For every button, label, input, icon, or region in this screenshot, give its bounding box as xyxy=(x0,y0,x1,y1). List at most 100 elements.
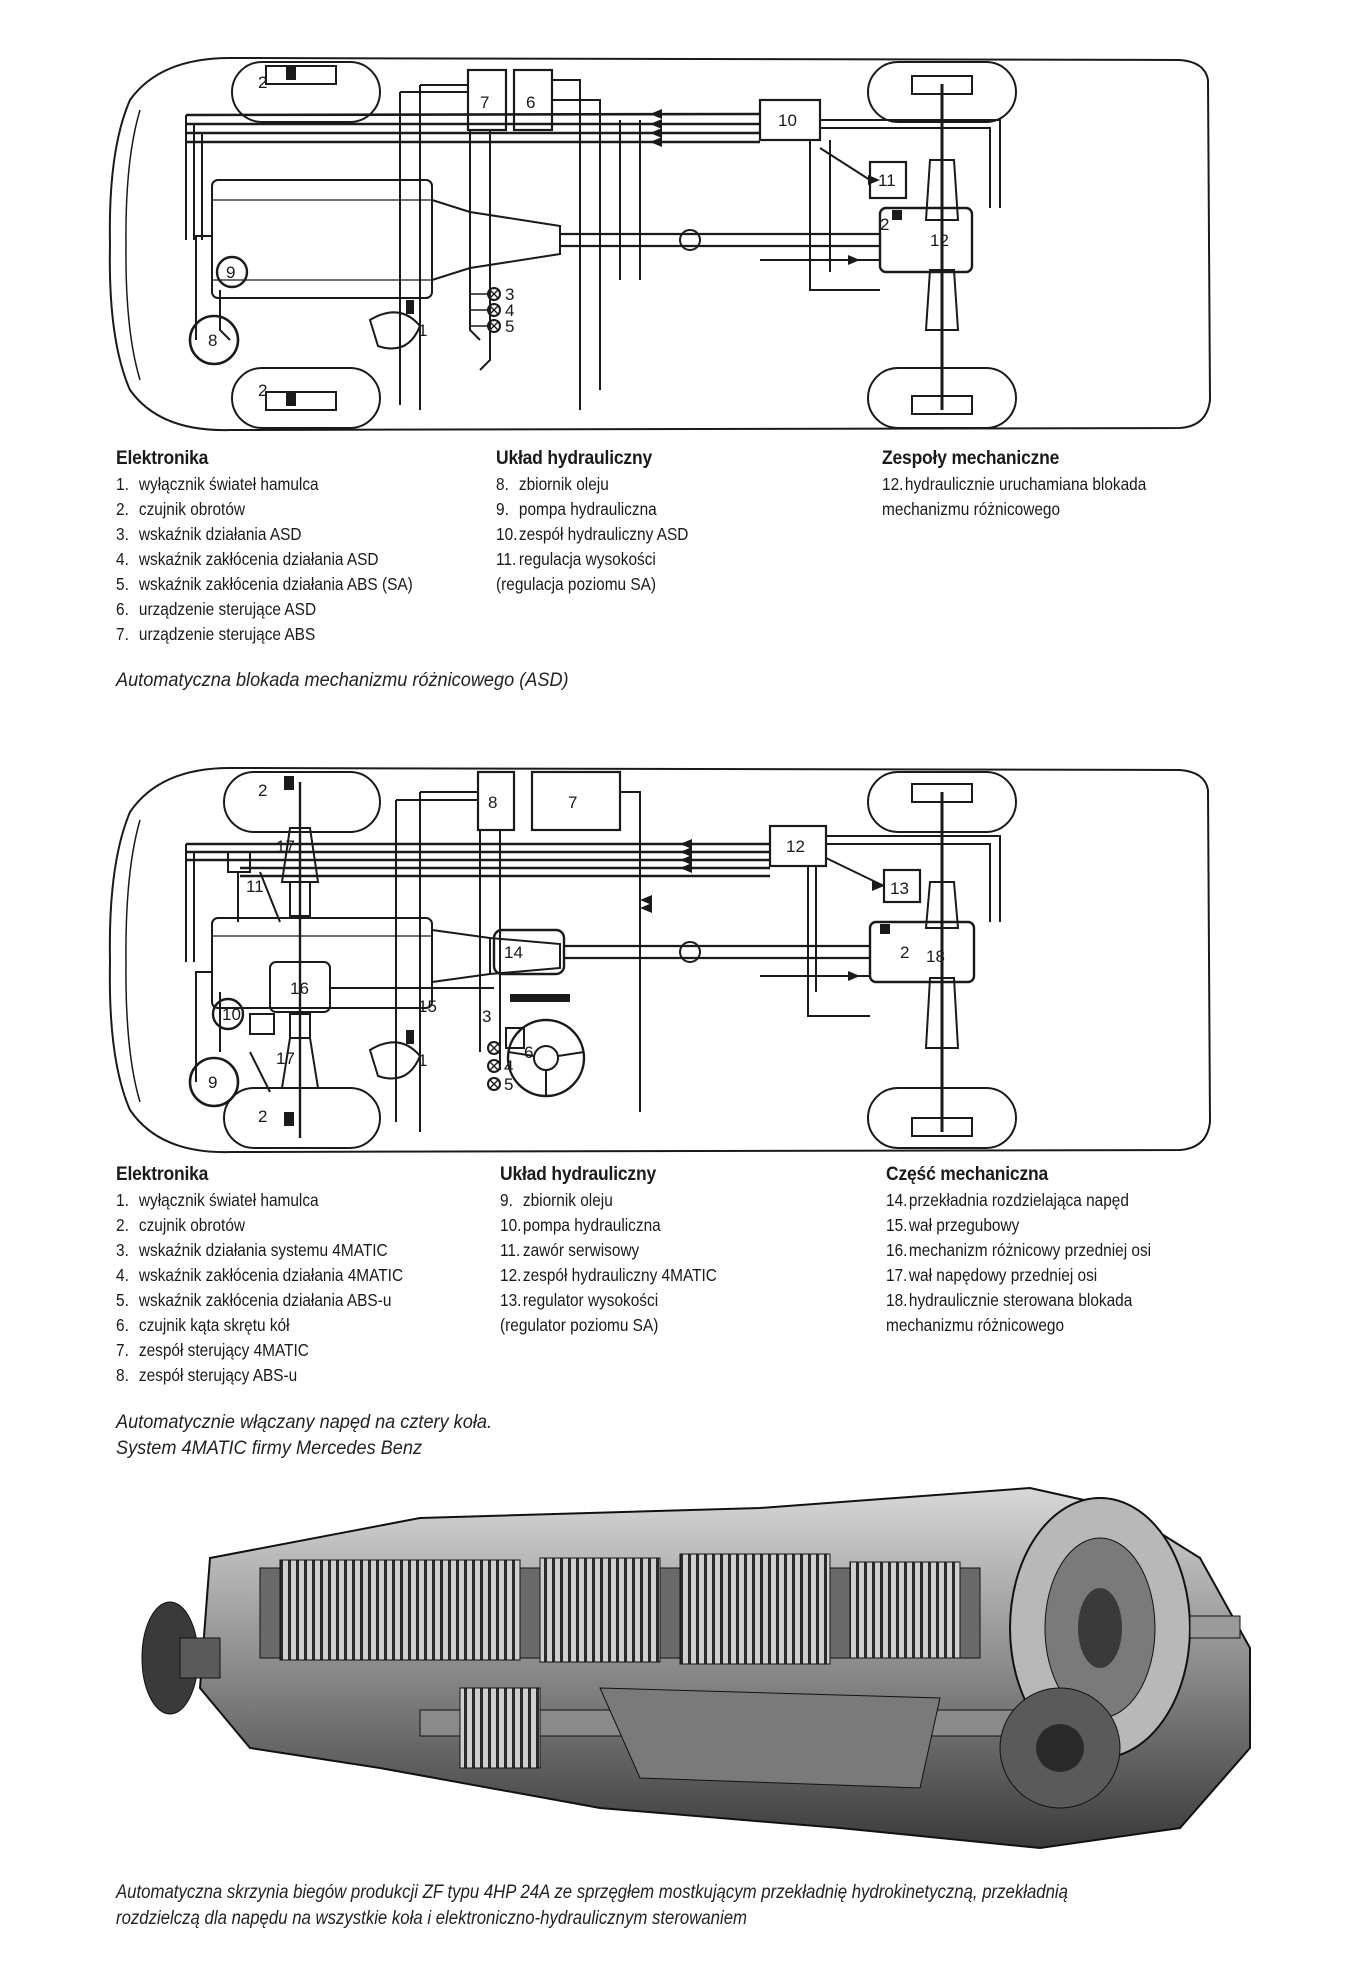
legend-item-number: 3. xyxy=(116,1240,129,1260)
legend-item-number: 11. xyxy=(496,549,517,569)
label-6: 6 xyxy=(524,1043,533,1062)
planetary-gearsets xyxy=(279,1559,521,1661)
box-12 xyxy=(768,824,828,868)
label-7: 7 xyxy=(480,93,489,112)
legend-item-number: 15. xyxy=(886,1215,908,1235)
gearbox-cutaway-illustration xyxy=(141,1486,1251,1850)
legend-czesc-mechaniczna: Część mechaniczna 14.przekładnia rozdzie… xyxy=(886,1164,1187,1338)
legend-item-number: 8. xyxy=(496,474,509,494)
label-9: 9 xyxy=(226,263,235,282)
legend-item-number: 4. xyxy=(116,549,129,569)
legend-zespoly-mechaniczne: Zespoły mechaniczne 12.hydraulicznie uru… xyxy=(882,448,1182,522)
legend-item: 16.mechanizm różnicowy przedniej osi xyxy=(886,1238,1151,1263)
legend-item: 3.wskaźnik działania ASD xyxy=(116,522,413,547)
legend-item-text: wyłącznik świateł hamulca xyxy=(138,1190,319,1210)
legend-item-text: pompa hydrauliczna xyxy=(518,499,657,519)
legend-item-text: mechanizmu różnicowego xyxy=(882,499,1061,519)
box-7 xyxy=(466,68,508,132)
legend-item-text: zespół sterujący 4MATIC xyxy=(138,1340,309,1360)
wheel-arch-front-top xyxy=(231,61,381,123)
legend-item: 8.zbiornik oleju xyxy=(496,472,688,497)
legend-item: mechanizmu różnicowego xyxy=(886,1313,1151,1338)
legend-item: 3.wskaźnik działania systemu 4MATIC xyxy=(116,1238,403,1263)
legend-item-text: wskaźnik zakłócenia działania 4MATIC xyxy=(138,1265,404,1285)
legend-item-text: wskaźnik działania ASD xyxy=(138,524,302,544)
legend-item: 6. urządzenie sterujące ASD xyxy=(116,597,413,622)
legend-item: 17.wał napędowy przedniej osi xyxy=(886,1263,1151,1288)
label-13: 13 xyxy=(890,879,909,898)
brake-booster xyxy=(368,1041,422,1080)
legend-item: 12.hydraulicznie uruchamiana blokada xyxy=(882,472,1146,497)
legend-item-text: urządzenie sterujące ASD xyxy=(138,599,317,619)
legend-item-text: wał przegubowy xyxy=(908,1215,1020,1235)
legend-item: 2.czujnik obrotów xyxy=(116,497,413,522)
legend-item: (regulator poziomu SA) xyxy=(500,1313,717,1338)
label-12: 12 xyxy=(930,231,949,250)
legend-heading: Układ hydrauliczny xyxy=(500,1164,656,1185)
label-10: 10 xyxy=(222,1005,241,1024)
legend-item-number: 6. xyxy=(116,599,129,619)
4matic-caption-line2: System 4MATIC firmy Mercedes Benz xyxy=(116,1437,423,1459)
legend-item-number: 7. xyxy=(116,624,129,644)
legend-item-number: 7. xyxy=(116,1340,129,1360)
legend-item: 6.czujnik kąta skrętu kół xyxy=(116,1313,403,1338)
legend-item-text: wskaźnik zakłócenia działania ABS (SA) xyxy=(138,574,413,594)
label-17-top: 17 xyxy=(276,837,295,856)
legend-item: 13.regulator wysokości xyxy=(500,1288,717,1313)
legend-item-text: przekładnia rozdzielająca napęd xyxy=(908,1190,1129,1210)
legend-item-text: zespół hydrauliczny 4MATIC xyxy=(522,1265,717,1285)
legend-item-number: 12. xyxy=(500,1265,522,1285)
legend-item-number: 2. xyxy=(116,1215,129,1235)
legend-item: 10.pompa hydrauliczna xyxy=(500,1213,717,1238)
legend-item-text: wał napędowy przedniej osi xyxy=(908,1265,1098,1285)
legend-item: 9.pompa hydrauliczna xyxy=(496,497,688,522)
label-17-bottom: 17 xyxy=(276,1049,295,1068)
engine-block xyxy=(211,917,433,1009)
legend-item-text: regulator wysokości xyxy=(522,1290,659,1310)
legend-item-number: 16. xyxy=(886,1240,908,1260)
gearbox-caption-line2: rozdzielczą dla napędu na wszystkie koła… xyxy=(116,1907,748,1929)
legend-item-number: 12. xyxy=(882,474,904,494)
engine-block xyxy=(211,179,433,299)
label-3: 3 xyxy=(482,1007,491,1026)
legend-item-text: wskaźnik zakłócenia działania ASD xyxy=(138,549,379,569)
legend-item-text: czujnik obrotów xyxy=(138,1215,246,1235)
legend-item: 1.wyłącznik świateł hamulca xyxy=(116,1188,403,1213)
box-7 xyxy=(530,770,622,832)
legend-item: 15.wał przegubowy xyxy=(886,1213,1151,1238)
legend-item-number: 2. xyxy=(116,499,129,519)
legend-item: 18.hydraulicznie sterowana blokada xyxy=(886,1288,1151,1313)
gearbox-caption-line1: Automatyczna skrzynia biegów produkcji Z… xyxy=(116,1881,1068,1903)
reservoir-9 xyxy=(188,1056,240,1108)
legend-item: 2. czujnik obrotów xyxy=(116,1213,403,1238)
legend-item-number: 5. xyxy=(116,574,129,594)
car-body-outline xyxy=(108,56,1212,432)
label-8: 8 xyxy=(208,331,217,350)
rear-wheel-bottom xyxy=(911,1117,973,1137)
label-1: 1 xyxy=(418,321,427,340)
legend-item: mechanizmu różnicowego xyxy=(882,497,1146,522)
rear-wheel-top xyxy=(911,75,973,95)
label-2-rear: 2 xyxy=(880,215,889,234)
label-8: 8 xyxy=(488,793,497,812)
front-wheel-top xyxy=(265,65,337,85)
pump-10 xyxy=(211,997,245,1031)
legend-item-number: 4. xyxy=(116,1265,129,1285)
legend-item-number: 18. xyxy=(886,1290,908,1310)
legend-item: 12.zespół hydrauliczny 4MATIC xyxy=(500,1263,717,1288)
label-15: 15 xyxy=(418,997,437,1016)
legend-item-number: 11. xyxy=(500,1240,521,1260)
brake-booster xyxy=(368,311,422,350)
legend-item-number: 9. xyxy=(500,1190,513,1210)
legend-item: 1.wyłącznik świateł hamulca xyxy=(116,472,413,497)
legend-item-text: (regulator poziomu SA) xyxy=(500,1315,659,1335)
label-1: 1 xyxy=(418,1051,427,1070)
